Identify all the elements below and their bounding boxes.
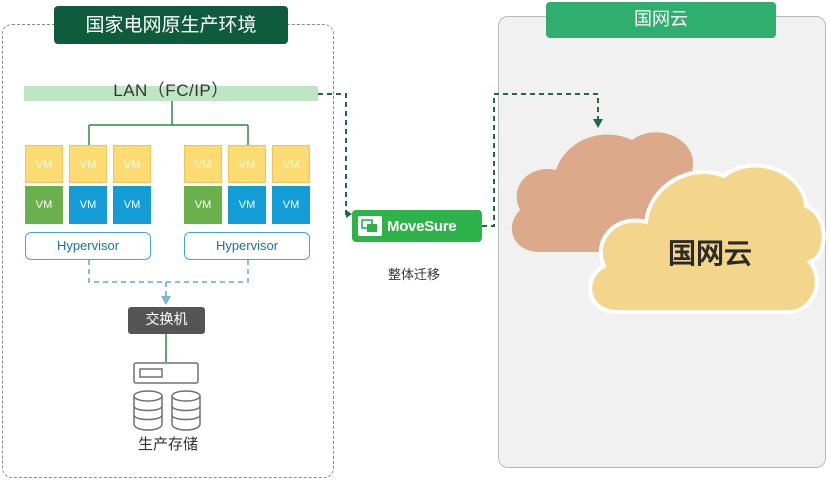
vm-host1-6: VM (113, 186, 151, 224)
vm-host2-5: VM (228, 186, 266, 224)
vm-host2-4: VM (184, 186, 222, 224)
movesure-logo-icon (358, 216, 382, 236)
hypervisor-links (88, 260, 249, 298)
lan-bar (24, 86, 318, 101)
vm-host1-5: VM (69, 186, 107, 224)
hypervisor-host2: Hypervisor (184, 232, 310, 260)
lan-links (88, 101, 249, 145)
lan-label: LAN（FC/IP） (113, 81, 229, 100)
vm-host1-1: VM (25, 145, 63, 183)
cloud-label: 国网云 (667, 237, 752, 270)
network-switch: 交换机 (128, 307, 205, 334)
database-cylinder-icon (171, 390, 201, 431)
cloud-icon (511, 132, 826, 315)
target-cloud-title: 国网云 (546, 2, 776, 38)
storage-server-icon (133, 362, 199, 384)
vm-host1-3: VM (113, 145, 151, 183)
movesure-product-name: MoveSure (387, 217, 457, 235)
movesure-badge: MoveSure (352, 210, 482, 242)
movesure-cloud-link (482, 93, 599, 227)
lan-movesure-link (318, 93, 347, 216)
vm-host1-2: VM (69, 145, 107, 183)
vm-host1-4: VM (25, 186, 63, 224)
source-environment-title: 国家电网原生产环境 (54, 6, 288, 44)
vm-host2-2: VM (228, 145, 266, 183)
vm-host2-1: VM (184, 145, 222, 183)
database-cylinder-icon (133, 390, 163, 431)
migration-caption: 整体迁移 (387, 268, 440, 283)
storage-caption: 生产存储 (137, 435, 198, 453)
arrow-right-icon (346, 210, 352, 218)
arrow-down-icon (161, 296, 171, 305)
hypervisor-host1: Hypervisor (25, 232, 151, 260)
arrow-down-icon (593, 119, 603, 128)
vm-host2-6: VM (272, 186, 310, 224)
vm-host2-3: VM (272, 145, 310, 183)
